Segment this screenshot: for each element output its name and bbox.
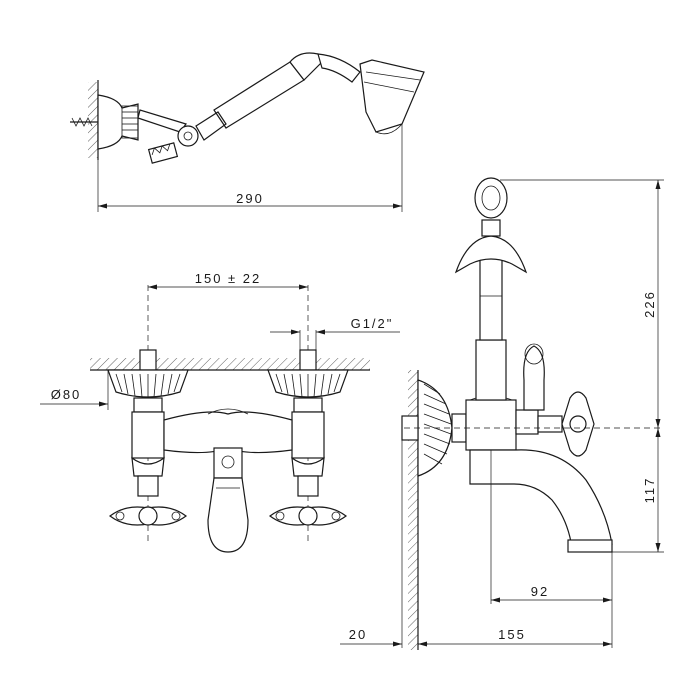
dim-label-thread: G1/2" (351, 316, 394, 331)
dim-label-20: 20 (349, 627, 367, 642)
dim-label-117: 117 (642, 477, 657, 504)
handle-left (108, 506, 188, 526)
dim-label-226: 226 (642, 290, 657, 318)
wall-hatch-front (90, 358, 370, 370)
dim-label-diameter: Ø80 (51, 387, 82, 402)
wall-bracket (97, 94, 139, 150)
handshower-view: 290 (70, 52, 425, 212)
lever-handle (523, 345, 545, 411)
spout-front (207, 477, 249, 553)
hook-ring (474, 177, 508, 219)
dim-label-150: 150 ± 22 (195, 271, 262, 286)
dim-label-155: 155 (498, 627, 526, 642)
front-view: 150 ± 22 G1/2" Ø80 (40, 271, 400, 553)
body-side (465, 399, 517, 451)
bridge (163, 411, 293, 454)
dim-label-92: 92 (531, 584, 549, 599)
side-view: 226 117 92 20 155 (340, 177, 664, 650)
valve-body-left (131, 411, 165, 459)
shower-head (359, 59, 425, 133)
valve-body-right (291, 411, 325, 459)
hook-cradle (454, 235, 528, 274)
wall-hatch-top (88, 82, 98, 158)
wall-hatch-side (408, 370, 418, 650)
dim-label-290: 290 (236, 191, 264, 206)
handle-right (268, 506, 348, 526)
handshower-handle (213, 61, 305, 129)
hook-column (479, 255, 503, 341)
